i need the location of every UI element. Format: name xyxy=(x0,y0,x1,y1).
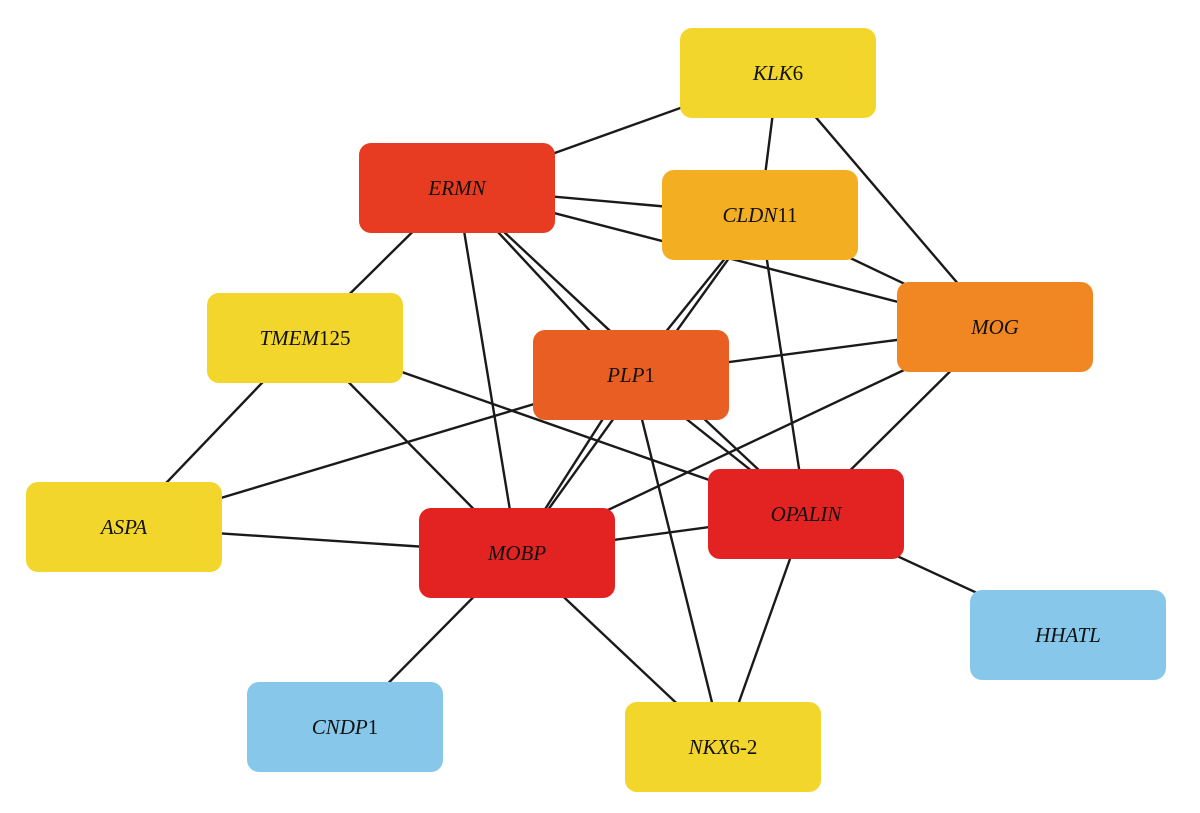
node-label: TMEM125 xyxy=(260,326,351,350)
node-label-italic: MOG xyxy=(970,315,1019,339)
node-box xyxy=(359,143,555,233)
node-box xyxy=(26,482,222,572)
edge-cldn11-opalin xyxy=(758,213,808,516)
node-label-suffix: 6 xyxy=(793,61,804,85)
node-ermn: ERMN xyxy=(359,143,555,233)
node-label: CNDP1 xyxy=(312,715,379,739)
edge-plp1-nkx6-2 xyxy=(629,373,725,749)
node-label: MOG xyxy=(970,315,1019,339)
node-mog: MOG xyxy=(897,282,1093,372)
node-label-suffix: 11 xyxy=(777,203,797,227)
node-box xyxy=(662,170,858,260)
node-label-italic: HHATL xyxy=(1034,623,1101,647)
node-mobp: MOBP xyxy=(419,508,615,598)
node-box xyxy=(419,508,615,598)
node-label-suffix: 125 xyxy=(319,326,351,350)
node-label: CLDN11 xyxy=(722,203,797,227)
node-box xyxy=(207,293,403,383)
node-klk6: KLK6 xyxy=(680,28,876,118)
node-box xyxy=(680,28,876,118)
node-box xyxy=(533,330,729,420)
node-label-italic: ERMN xyxy=(427,176,486,200)
node-label: KLK6 xyxy=(752,61,803,85)
node-label: MOBP xyxy=(487,541,546,565)
node-label-italic: CLDN xyxy=(722,203,778,227)
node-label-italic: CNDP xyxy=(312,715,368,739)
node-nkx6-2: NKX6-2 xyxy=(625,702,821,792)
node-label: ERMN xyxy=(427,176,486,200)
node-label-suffix: 6-2 xyxy=(729,735,757,759)
node-box xyxy=(970,590,1166,680)
node-label: PLP1 xyxy=(606,363,655,387)
node-label-italic: TMEM xyxy=(260,326,321,350)
node-label: HHATL xyxy=(1034,623,1101,647)
node-label-italic: KLK xyxy=(752,61,794,85)
node-label: NKX6-2 xyxy=(688,735,758,759)
edge-ermn-mobp xyxy=(455,186,519,555)
node-box xyxy=(897,282,1093,372)
node-label-italic: PLP xyxy=(606,363,645,387)
node-label: OPALIN xyxy=(771,502,843,526)
node-label-suffix: 1 xyxy=(644,363,655,387)
network-nodes: KLK6ERMNCLDN11TMEM125PLP1MOGASPAMOBPOPAL… xyxy=(26,28,1166,792)
node-cndp1: CNDP1 xyxy=(247,682,443,772)
node-tmem125: TMEM125 xyxy=(207,293,403,383)
node-cldn11: CLDN11 xyxy=(662,170,858,260)
node-label-italic: ASPA xyxy=(99,515,147,539)
node-hhatl: HHATL xyxy=(970,590,1166,680)
node-aspa: ASPA xyxy=(26,482,222,572)
node-label-suffix: 1 xyxy=(368,715,379,739)
node-plp1: PLP1 xyxy=(533,330,729,420)
node-label-italic: OPALIN xyxy=(771,502,843,526)
node-opalin: OPALIN xyxy=(708,469,904,559)
node-box xyxy=(708,469,904,559)
node-label-italic: NKX xyxy=(688,735,731,759)
node-label: ASPA xyxy=(99,515,147,539)
node-box xyxy=(625,702,821,792)
node-label-italic: MOBP xyxy=(487,541,546,565)
node-box xyxy=(247,682,443,772)
